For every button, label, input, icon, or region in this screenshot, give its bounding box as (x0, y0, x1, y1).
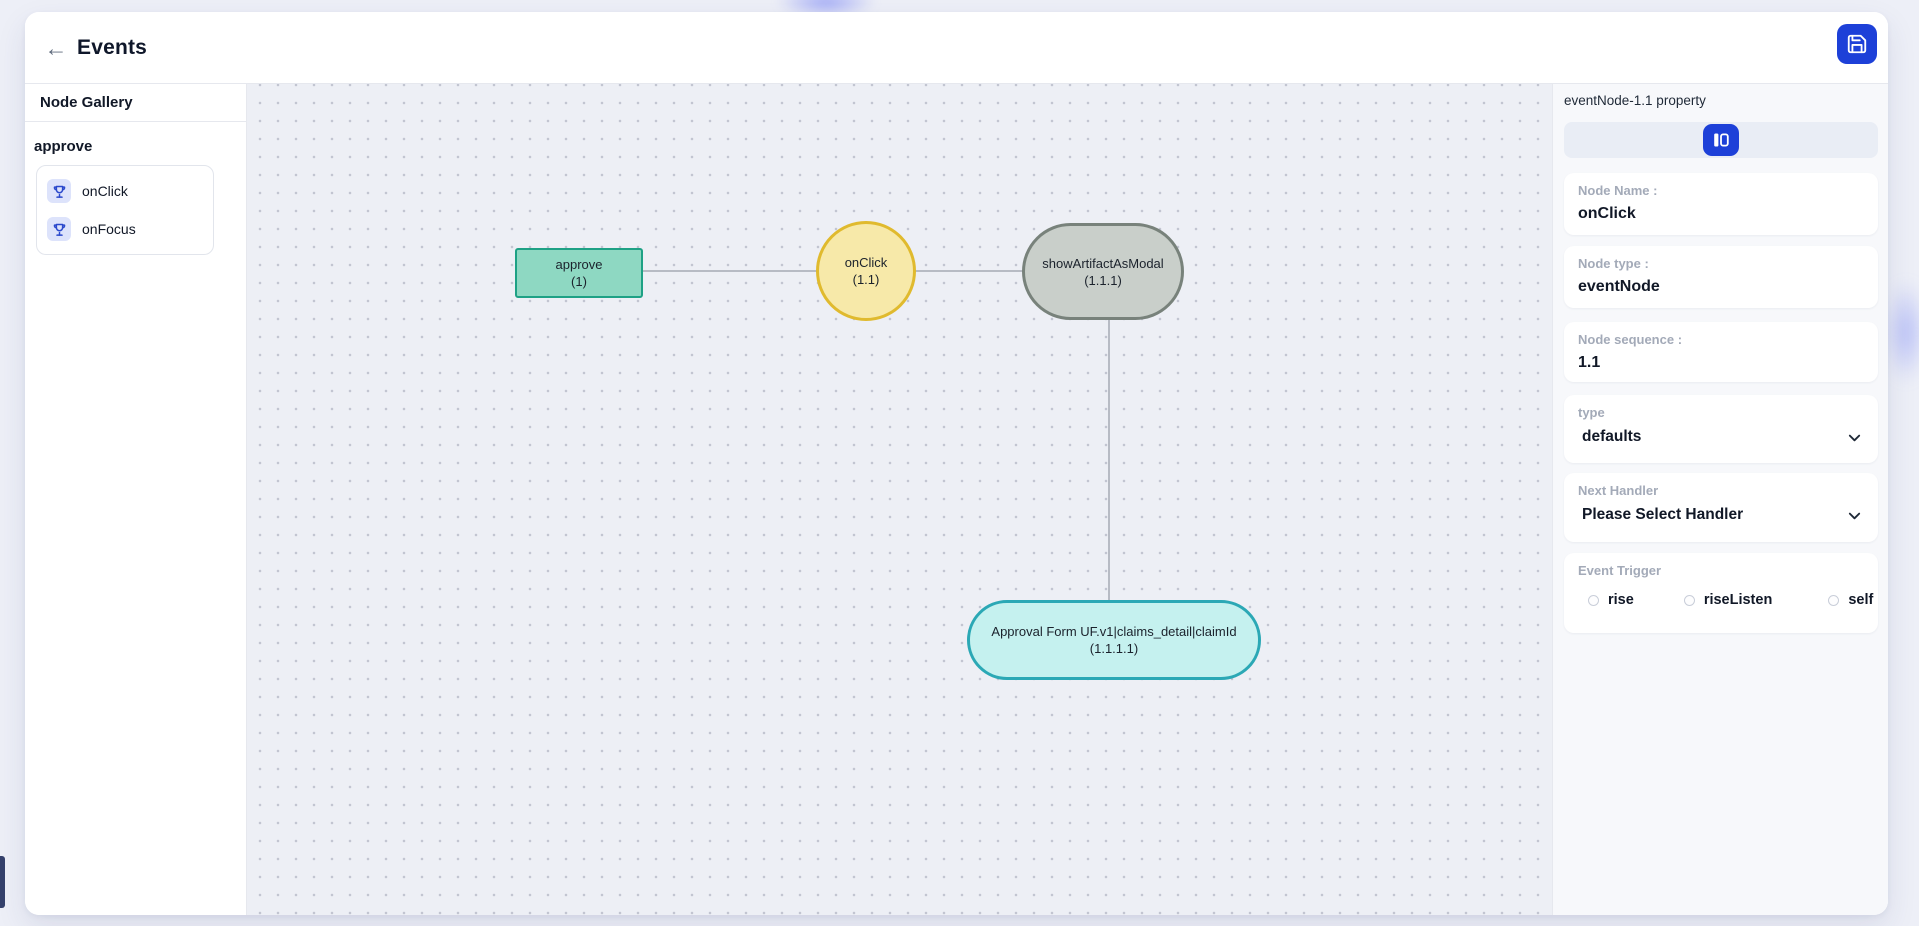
node-label: onClick (844, 255, 888, 270)
field-label: Event Trigger (1578, 563, 1662, 578)
type-select[interactable]: defaults (1578, 428, 1864, 446)
selected-value: Please Select Handler (1582, 506, 1744, 523)
page-scrollbar-thumb[interactable] (0, 856, 5, 908)
edge-modal-form (1108, 319, 1110, 602)
property-panel: eventNode-1.1 property Node Name : onCli… (1552, 84, 1888, 915)
node-gallery-sidebar: Node Gallery approve onClick (25, 84, 247, 915)
node-sequence: (1) (571, 274, 587, 289)
chevron-down-icon (1847, 430, 1862, 445)
radio-label: self (1848, 592, 1874, 608)
node-sequence: (1.1) (852, 272, 880, 287)
field-event-trigger: Event Trigger rise riseListen self (1564, 553, 1878, 633)
next-handler-select[interactable]: Please Select Handler (1578, 506, 1864, 524)
gallery-card: onClick onFocus (36, 165, 214, 255)
node-sequence: (1.1.1.1) (1089, 641, 1139, 656)
gallery-item-onclick[interactable]: onClick (37, 172, 213, 210)
flow-node-show-artifact-as-modal[interactable]: showArtifactAsModal (1.1.1) (1022, 223, 1184, 320)
floppy-disk-icon (1846, 33, 1868, 55)
page-title: Events (77, 35, 148, 59)
header: ← Events (25, 12, 1888, 84)
node-label: showArtifactAsModal (1042, 255, 1164, 271)
arrow-left-icon: ← (44, 34, 68, 61)
field-node-name: Node Name : onClick (1564, 173, 1878, 235)
gallery-item-label: onClick (82, 183, 128, 199)
edge-onclick-modal (914, 270, 1024, 272)
field-value: onClick (1578, 205, 1636, 222)
field-node-sequence: Node sequence : 1.1 (1564, 322, 1878, 382)
node-sequence: (1.1.1) (1084, 272, 1122, 288)
field-node-type: Node type : eventNode (1564, 246, 1878, 308)
split-panel-icon (1713, 132, 1729, 148)
selected-value: defaults (1582, 428, 1642, 445)
sidebar-title: Node Gallery (25, 84, 246, 122)
trophy-icon (47, 217, 71, 241)
field-label: Node type : (1578, 256, 1649, 271)
panel-layout-toggle-button[interactable] (1703, 124, 1739, 156)
gallery-item-label: onFocus (82, 221, 136, 237)
flow-node-approval-form[interactable]: Approval Form UF.v1|claims_detail|claimI… (967, 600, 1261, 680)
radio-label: riseListen (1703, 592, 1773, 608)
flow-canvas[interactable]: approve (1) onClick (1.1) showArtifactAs… (247, 84, 1552, 915)
field-label: Node Name : (1578, 183, 1658, 198)
trophy-icon (47, 179, 71, 203)
radio-icon[interactable] (1828, 594, 1840, 606)
gallery-item-onfocus[interactable]: onFocus (37, 210, 213, 248)
save-button[interactable] (1837, 24, 1877, 64)
field-label: Next Handler (1578, 483, 1659, 498)
radio-option-riselisten[interactable]: riseListen (1683, 592, 1773, 608)
field-value: 1.1 (1578, 354, 1601, 371)
radio-option-self[interactable]: self (1828, 592, 1873, 608)
back-button[interactable]: ← (39, 31, 73, 65)
radio-label: rise (1608, 592, 1634, 608)
event-trigger-radio-group: rise riseListen self (1578, 592, 1873, 608)
edge-approve-onclick (643, 270, 818, 272)
property-toolbar (1564, 122, 1878, 158)
node-label: approve (555, 257, 603, 272)
flow-node-approve[interactable]: approve (1) (515, 248, 643, 298)
field-type: type defaults (1564, 395, 1878, 463)
field-label: Node sequence : (1578, 332, 1683, 347)
radio-icon[interactable] (1683, 594, 1695, 606)
sidebar-group-approve: approve (34, 138, 93, 155)
field-value: eventNode (1578, 278, 1660, 295)
radio-option-rise[interactable]: rise (1588, 592, 1634, 608)
flow-node-onclick[interactable]: onClick (1.1) (816, 221, 916, 321)
radio-icon[interactable] (1588, 594, 1599, 606)
property-panel-title: eventNode-1.1 property (1564, 93, 1706, 108)
chevron-down-icon (1847, 508, 1862, 523)
field-next-handler: Next Handler Please Select Handler (1564, 473, 1878, 542)
app-window: ← Events Node Gallery approve (25, 12, 1888, 915)
field-label: type (1578, 405, 1605, 420)
node-label: Approval Form UF.v1|claims_detail|claimI… (991, 624, 1237, 639)
